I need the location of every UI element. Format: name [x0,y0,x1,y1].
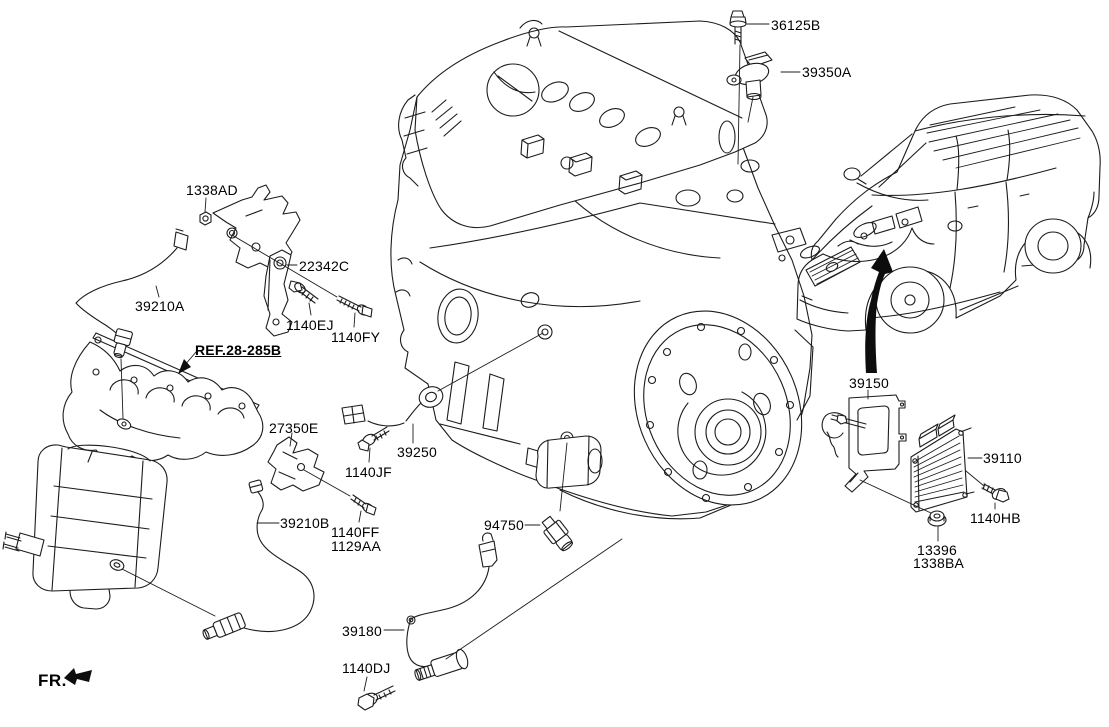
part-label-94750[interactable]: 94750 [484,517,524,533]
bolt-36125b [729,10,747,45]
part-label-1338ad[interactable]: 1338AD [186,182,238,198]
bolt-1140jf [357,426,390,452]
vehicle-illustration [796,94,1101,373]
part-label-27350e[interactable]: 27350E [269,420,319,436]
part-label-39210b[interactable]: 39210B [280,515,330,531]
part-label-39350a[interactable]: 39350A [802,64,852,80]
part-label-36125b[interactable]: 36125B [771,17,821,33]
location-arrow [865,249,893,373]
part-label-1140ff[interactable]: 1140FF [331,524,380,540]
oxygen-sensor-39210b [202,479,315,640]
sensor-bracket-upper [199,184,301,270]
bell-housing [633,310,814,506]
part-label-1338ba[interactable]: 1338BA [913,555,965,571]
part-label-1140jf[interactable]: 1140JF [345,464,392,480]
knock-sensor-39250 [341,386,444,427]
oil-pressure-switch-94750 [541,515,573,552]
part-label-39210a[interactable]: 39210A [135,298,185,314]
crankshaft-sensor-39180 [406,532,498,681]
camshaft-sensor-39350a [726,51,773,101]
nut-1338ad [199,211,212,226]
exhaust-manifold [62,332,264,462]
bolt-1140ej [288,280,319,304]
bolt-1140hb [981,483,1010,503]
ecu-module-39110 [910,414,975,513]
part-label-39110[interactable]: 39110 [983,450,1022,466]
part-label-39150[interactable]: 39150 [849,375,889,391]
catalytic-converter [2,444,168,610]
fr-indicator-label: FR. [38,671,67,690]
part-label-39250[interactable]: 39250 [397,444,437,460]
bracket-27350e [267,436,325,492]
part-label-39180[interactable]: 39180 [342,623,382,639]
leader-lines [121,23,996,692]
bracket-22342c [263,249,293,337]
part-label-1140hb[interactable]: 1140HB [970,510,1021,526]
ref-label[interactable]: REF.28-285B [195,342,282,358]
oxygen-sensor-39210a [75,228,189,419]
bolt-1140dj [357,685,396,711]
part-label-13396[interactable]: 13396 [917,542,957,558]
ecu-bracket-39150 [821,394,907,493]
bolt-1140fy [336,295,373,318]
part-label-1140ej[interactable]: 1140EJ [286,317,334,333]
part-label-1140fy[interactable]: 1140FY [331,329,381,345]
bolt-1140ff [350,494,377,516]
nut-13396 [927,510,947,527]
part-label-22342c[interactable]: 22342C [299,258,350,274]
fr-direction-arrow [64,668,92,685]
part-label-1140dj[interactable]: 1140DJ [342,660,391,676]
part-label-1129aa[interactable]: 1129AA [331,538,381,554]
ref-arrowhead [178,359,191,374]
